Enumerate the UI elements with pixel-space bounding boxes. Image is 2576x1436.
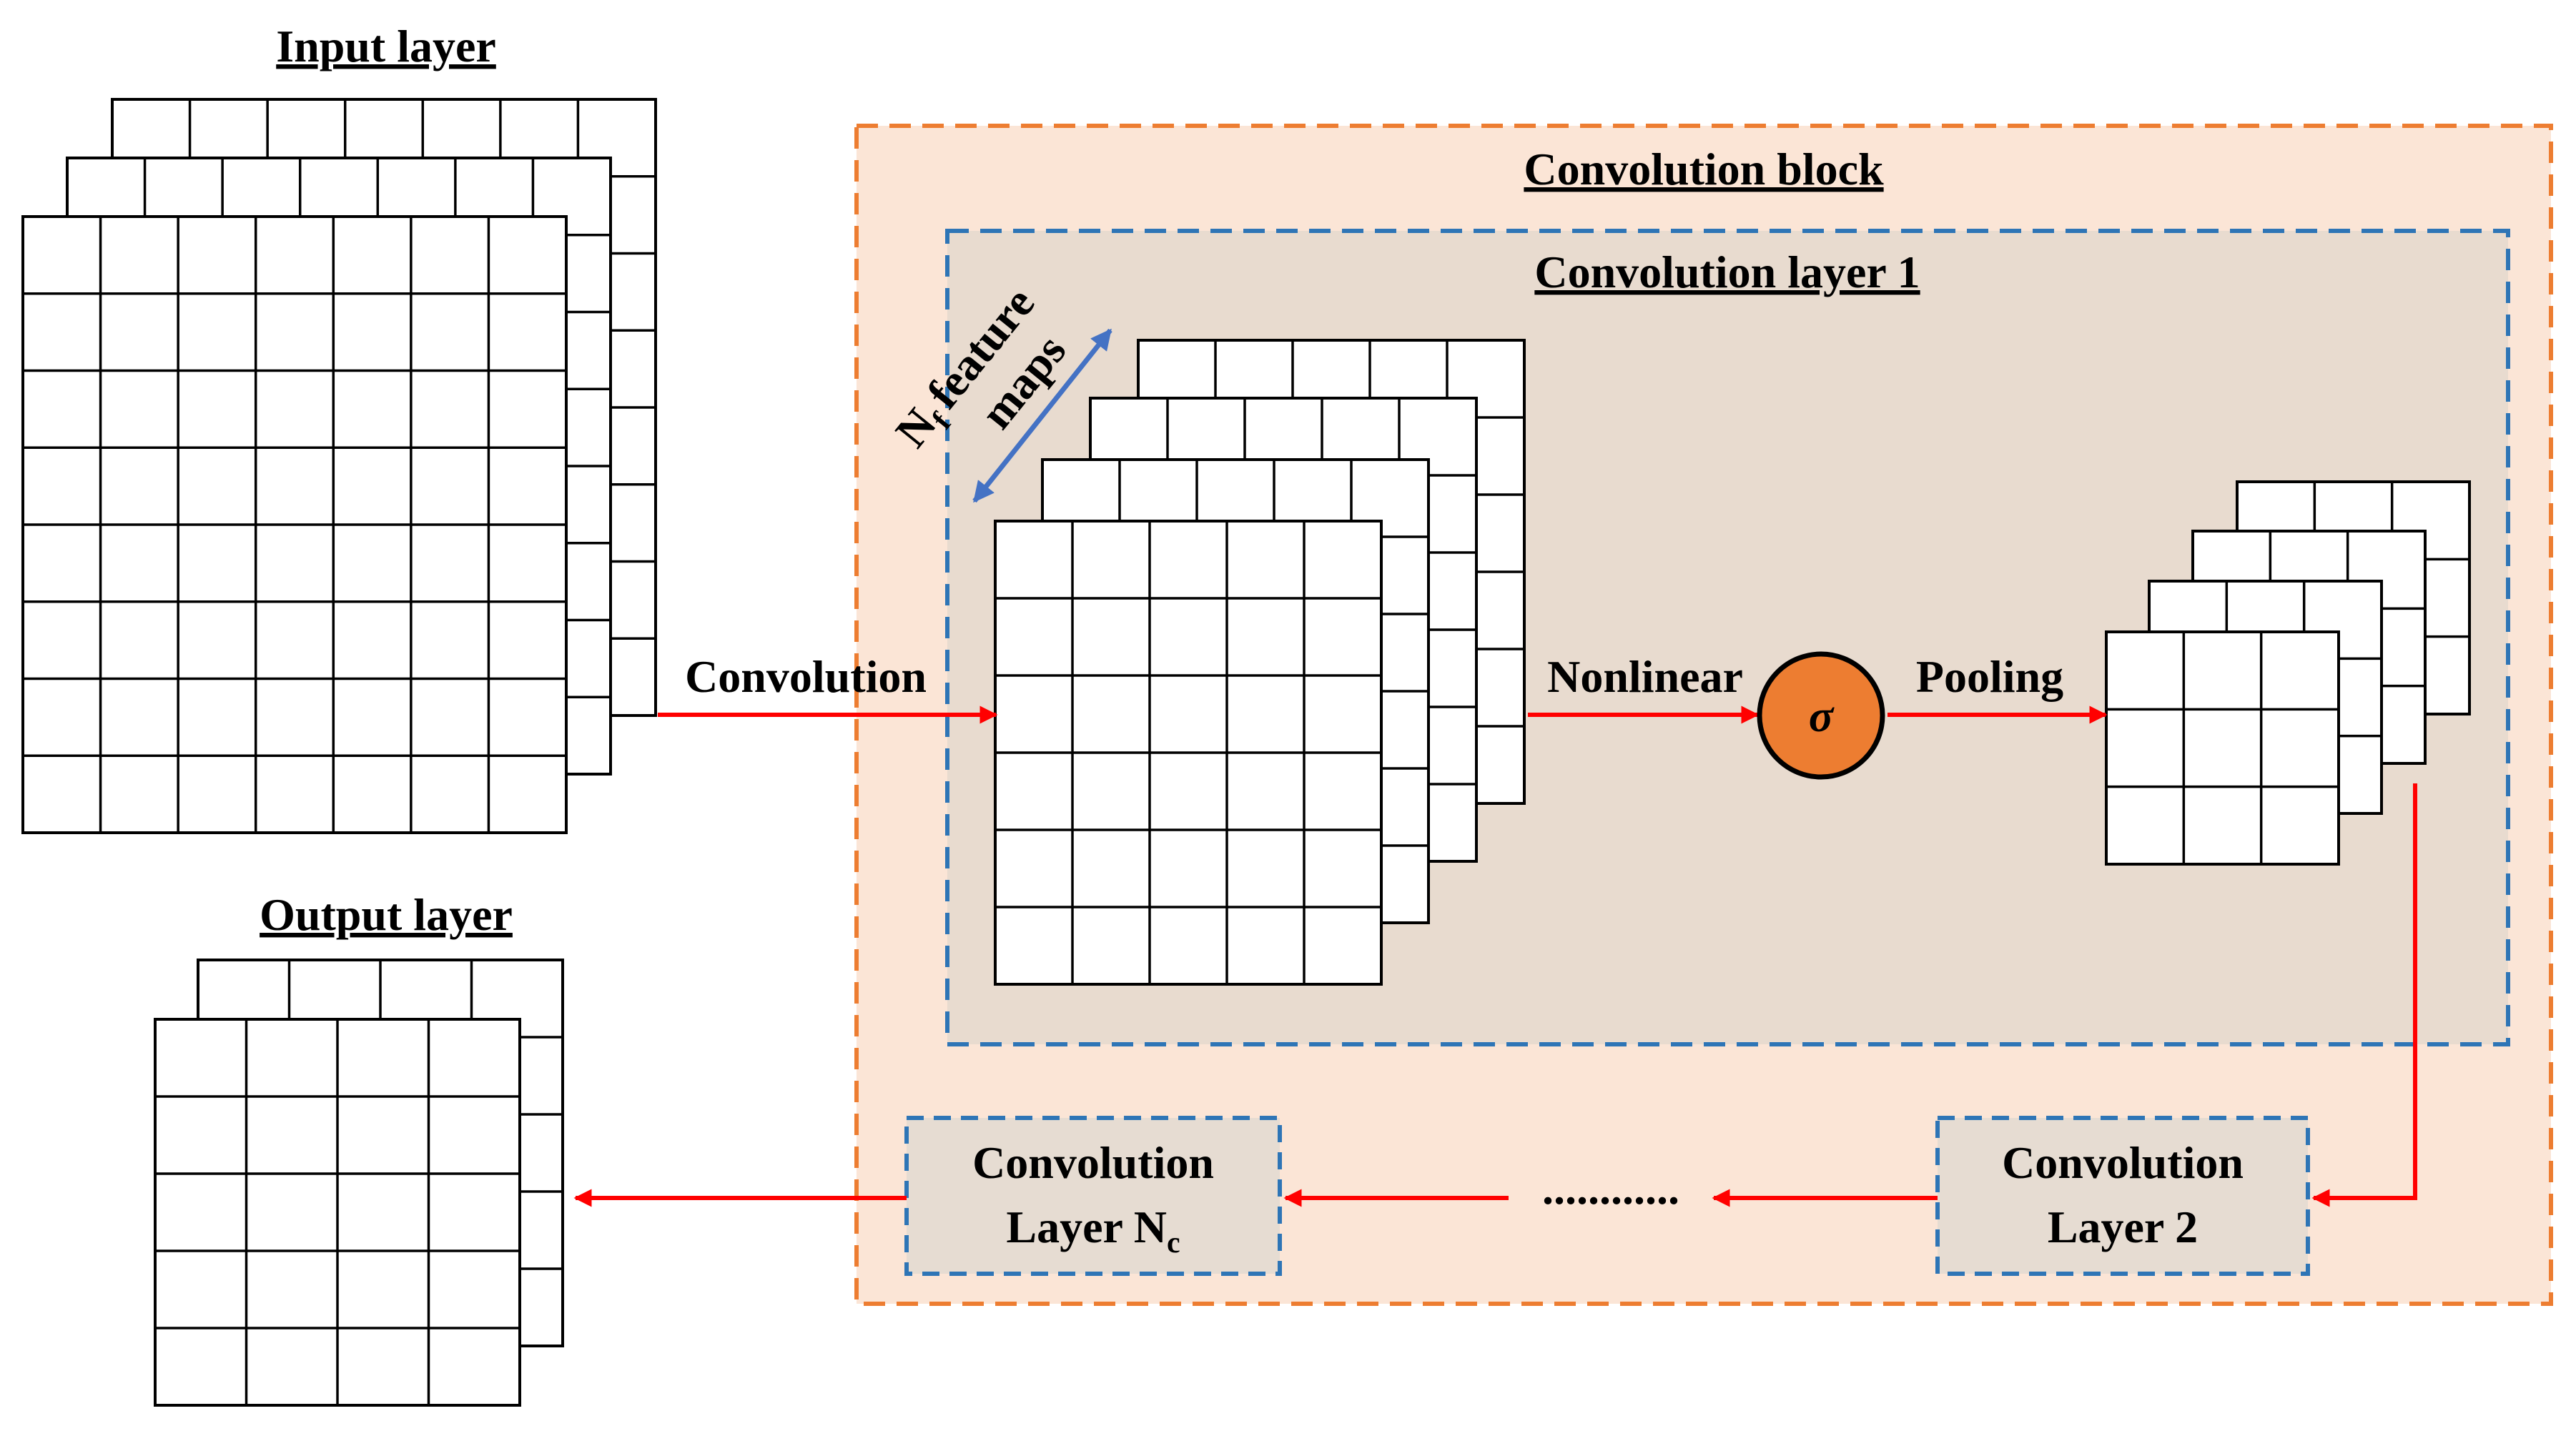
- nonlinear-label: Nonlinear: [1547, 651, 1743, 702]
- output-layer-title: Output layer: [260, 889, 513, 940]
- convolution-label: Convolution: [685, 651, 927, 702]
- layer-nc-subscript: c: [1167, 1227, 1180, 1259]
- convolution-block-title: Convolution block: [1524, 144, 1884, 194]
- input-layer-title: Input layer: [276, 21, 496, 71]
- sigma-activation-node: [1757, 651, 1885, 780]
- feature-map-sheet-1: [994, 520, 1383, 986]
- convolution-layer-nc-line2: Layer Nc: [1006, 1202, 1180, 1259]
- feature-maps-double-arrow: [972, 328, 1112, 503]
- feature-map-stacks: [21, 98, 2471, 1407]
- convolution-layer-2-line2: Layer 2: [2048, 1202, 2198, 1252]
- pooled-map-sheet-1: [2105, 630, 2340, 866]
- convolution-layer-1-title: Convolution layer 1: [1534, 247, 1920, 297]
- output-layer-sheet-1: [154, 1018, 521, 1407]
- ellipsis-dots: ............: [1542, 1163, 1679, 1214]
- input-layer-sheet-1: [21, 215, 568, 834]
- convolution-layer-nc-line1: Convolution: [972, 1137, 1214, 1188]
- convolution-layer-2-line1: Convolution: [2002, 1137, 2244, 1188]
- layer-nc-text: Layer N: [1006, 1202, 1167, 1252]
- sigma-symbol: σ: [1809, 690, 1835, 741]
- pooling-to-layer2-arrow: [2311, 783, 2417, 1207]
- pooling-label: Pooling: [1916, 651, 2063, 702]
- convolution-layer-2-box: [1935, 1116, 2310, 1276]
